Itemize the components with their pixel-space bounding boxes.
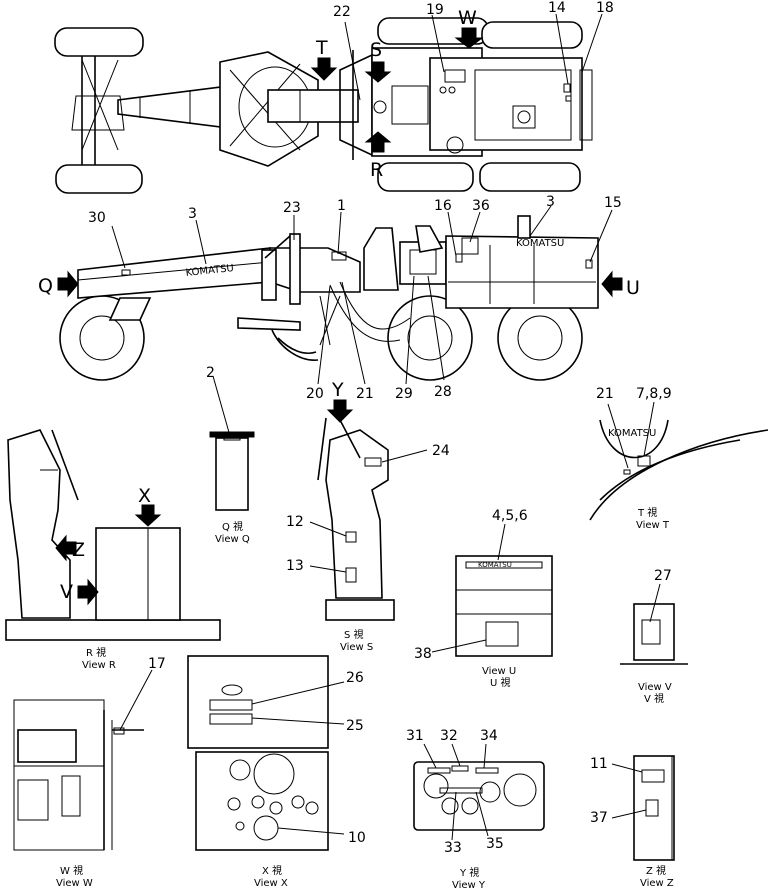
label-22: 22 [333, 4, 351, 20]
label-30: 30 [88, 210, 106, 226]
label-20: 20 [306, 386, 324, 402]
view-s-caption-jp: S 視 [344, 628, 364, 641]
view-w-caption-en: View W [56, 878, 93, 889]
front-wheel-top [54, 27, 144, 57]
view-r-caption-en: View R [82, 660, 116, 671]
view-w: 17 W 視 View W [13, 656, 166, 889]
side-view: KOMATSU KOMATSU 30 3 23 1 16 36 3 15 Q U… [38, 194, 640, 423]
view-y-marker-34: 34 [480, 728, 498, 744]
arrow-z [55, 534, 77, 562]
label-18: 18 [596, 0, 614, 16]
view-y-marker-35: 35 [486, 836, 504, 852]
label-u: U [626, 277, 640, 299]
label-r: R [370, 159, 383, 181]
label-x: X [138, 485, 151, 507]
view-v-marker: 27 [654, 568, 672, 584]
view-x-marker-26: 26 [346, 670, 364, 686]
arrow-q [57, 270, 79, 298]
view-v-caption-en: View V [638, 682, 672, 693]
view-y-caption-jp: Y 視 [459, 866, 479, 879]
label-1: 1 [337, 198, 346, 214]
view-y: 31 32 34 33 35 Y 視 View Y [406, 728, 545, 891]
view-u: KOMATSU 4,5,6 38 View U U 視 [414, 508, 553, 689]
view-z-marker-37: 37 [590, 810, 608, 826]
label-v: V [60, 581, 73, 603]
view-s-marker-13: 13 [286, 558, 304, 574]
view-z: 11 37 Z 視 View Z [590, 755, 675, 889]
view-u-brand: KOMATSU [478, 561, 512, 569]
view-v-caption-jp: V 視 [644, 692, 664, 705]
view-z-marker-11: 11 [590, 756, 608, 772]
hood-brand: KOMATSU [516, 238, 564, 249]
view-s-caption-en: View S [340, 642, 373, 653]
label-3b: 3 [546, 194, 555, 210]
view-t-marker-21: 21 [596, 386, 614, 402]
view-q-marker: 2 [206, 365, 215, 381]
view-s-marker-12: 12 [286, 514, 304, 530]
label-15: 15 [604, 195, 622, 211]
arrow-x [134, 504, 162, 527]
label-23: 23 [283, 200, 301, 216]
label-z: Z [72, 539, 85, 561]
label-3a: 3 [188, 206, 197, 222]
arrow-v [77, 578, 99, 606]
view-y-marker-31: 31 [406, 728, 424, 744]
view-q-caption-jp: Q 視 [222, 520, 243, 533]
view-r: X Z V R 視 View R [5, 429, 221, 671]
view-v: 27 View V V 視 [620, 568, 688, 705]
view-t-plate: KOMATSU [608, 428, 656, 439]
label-36: 36 [472, 198, 490, 214]
label-21: 21 [356, 386, 374, 402]
label-t: T [315, 37, 328, 59]
label-29: 29 [395, 386, 413, 402]
label-19: 19 [426, 2, 444, 18]
view-z-caption-jp: Z 視 [646, 864, 666, 877]
view-y-caption-en: View Y [452, 880, 486, 891]
label-28: 28 [434, 384, 452, 400]
view-u-caption-en: View U [482, 666, 516, 677]
arrow-u [601, 270, 623, 298]
label-14: 14 [548, 0, 566, 16]
view-t: KOMATSU 21 7,8,9 T 視 View T [589, 386, 768, 531]
rear-wheel-1 [387, 295, 473, 381]
view-t-marker-789: 7,8,9 [636, 386, 672, 402]
view-u-marker-38: 38 [414, 646, 432, 662]
label-y: Y [331, 379, 344, 401]
view-t-caption-jp: T 視 [637, 506, 657, 519]
label-s: S [370, 39, 382, 61]
label-16: 16 [434, 198, 452, 214]
arrow-y [326, 399, 354, 423]
arrow-t [310, 57, 338, 81]
view-s: 24 12 13 S 視 View S [286, 417, 450, 653]
view-x-marker-25: 25 [346, 718, 364, 734]
view-y-marker-32: 32 [440, 728, 458, 744]
view-u-caption-jp: U 視 [490, 676, 511, 689]
view-t-caption-en: View T [636, 520, 670, 531]
arrow-s [364, 61, 392, 83]
view-x-caption-en: View X [254, 878, 288, 889]
view-q-caption-en: View Q [215, 534, 250, 545]
view-x-caption-jp: X 視 [262, 864, 282, 877]
label-w: W [458, 7, 477, 29]
top-view: 22 19 W 14 18 T S R [54, 0, 614, 194]
view-q: 2 Q 視 View Q [206, 365, 255, 545]
front-wheel-bottom [55, 164, 143, 194]
view-x-marker-10: 10 [348, 830, 366, 846]
view-z-caption-en: View Z [640, 878, 674, 889]
view-s-marker-24: 24 [432, 443, 450, 459]
view-w-marker: 17 [148, 656, 166, 672]
view-w-caption-jp: W 視 [60, 864, 83, 877]
frame-brand: KOMATSU [185, 263, 234, 279]
view-y-marker-33: 33 [444, 840, 462, 856]
label-q: Q [38, 275, 53, 297]
arrow-r [364, 131, 392, 153]
view-r-caption-jp: R 視 [86, 646, 106, 659]
view-x: 26 25 10 X 視 View X [187, 655, 366, 889]
arrow-w [454, 27, 484, 49]
view-u-marker-456: 4,5,6 [492, 508, 528, 524]
